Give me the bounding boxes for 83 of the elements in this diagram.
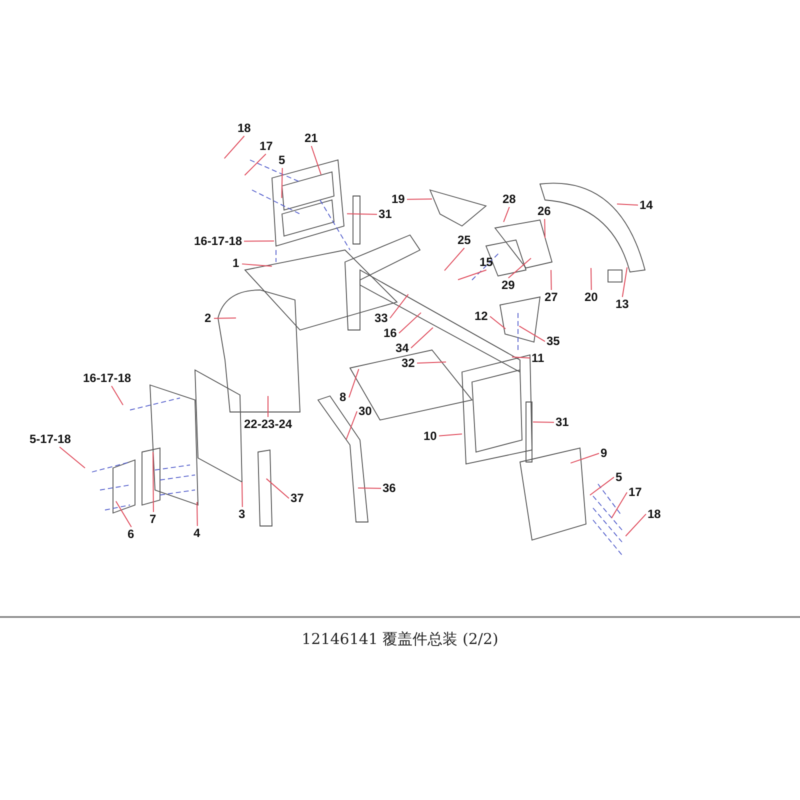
leader-line — [59, 446, 86, 468]
callout-number: 8 — [338, 390, 348, 404]
caption: 12146141 覆盖件总装 (2/2) — [302, 630, 498, 648]
leader-line — [348, 368, 360, 398]
callout-number: 14 — [638, 198, 654, 212]
callout-number: 2 — [204, 312, 212, 324]
leader-line — [266, 478, 290, 499]
leader-line — [281, 168, 283, 198]
leader-line — [224, 136, 245, 159]
leader-line — [416, 362, 446, 364]
callout-number: 6 — [126, 528, 136, 540]
callout-number: 31 — [554, 416, 570, 428]
callout-number: 13 — [614, 298, 630, 310]
callout-number: 19 — [390, 192, 406, 206]
leader-line — [111, 386, 124, 406]
leader-line — [616, 204, 638, 206]
leader-line — [532, 422, 554, 423]
leader-line — [458, 270, 487, 280]
callout-number: 1 — [232, 256, 240, 270]
callout-number: 18 — [236, 122, 252, 134]
leader-line — [152, 452, 154, 512]
leader-line — [550, 270, 552, 290]
leader-line — [346, 410, 358, 440]
callout-number: 16-17-18 — [82, 372, 132, 384]
callout-number: 17 — [258, 140, 274, 152]
leader-line — [410, 327, 434, 349]
leader-line — [242, 263, 272, 267]
callout-number: 37 — [290, 492, 305, 504]
callout-number: 3 — [238, 508, 246, 520]
callout-number: 10 — [422, 430, 438, 442]
leader-line — [611, 492, 628, 519]
callout-number: 35 — [546, 334, 561, 348]
leader-line — [214, 318, 236, 319]
leader-line — [346, 213, 378, 215]
leader-line — [622, 266, 628, 298]
callout-number: 36 — [382, 482, 397, 494]
leader-line — [508, 258, 532, 278]
leader-line — [503, 206, 510, 222]
callout-number: 11 — [530, 352, 546, 364]
callout-number: 15 — [478, 256, 494, 268]
callout-number: 5 — [614, 470, 624, 484]
callout-number: 16 — [382, 326, 398, 340]
leader-line — [512, 356, 530, 359]
callout-number: 30 — [358, 404, 373, 418]
callout-number: 29 — [500, 278, 516, 292]
callout-number: 4 — [192, 526, 202, 540]
leader-line — [244, 240, 274, 242]
callout-number: 25 — [456, 234, 472, 246]
leader-line — [570, 452, 600, 464]
leader-line — [590, 268, 592, 290]
callout-number: 21 — [304, 132, 319, 144]
callout-number: 5 — [278, 154, 286, 166]
callout-number: 32 — [400, 356, 416, 370]
leader-line — [438, 434, 462, 436]
callout-number: 7 — [148, 512, 158, 526]
callout-number: 26 — [536, 204, 552, 218]
callout-number: 17 — [628, 486, 643, 498]
callout-number: 12 — [474, 310, 489, 322]
callout-number: 22-23-24 — [243, 418, 294, 430]
callout-number: 18 — [646, 508, 662, 520]
leader-line — [490, 316, 506, 330]
leader-line — [310, 146, 322, 175]
callout-number: 16-17-18 — [193, 234, 244, 248]
leader-line — [242, 482, 243, 508]
callout-number: 5-17-18 — [28, 432, 72, 446]
callout-number: 31 — [378, 208, 393, 220]
callout-number: 9 — [600, 446, 608, 460]
leader-line — [390, 294, 409, 319]
callout-number: 20 — [584, 290, 599, 304]
callout-number: 34 — [394, 342, 410, 354]
leader-line — [398, 312, 422, 334]
callout-number: 28 — [502, 192, 517, 206]
leader-line — [406, 198, 432, 200]
leader-line — [196, 502, 198, 526]
leader-line — [589, 476, 614, 496]
callout-number: 27 — [544, 290, 559, 304]
leader-line — [115, 500, 132, 528]
leader-line — [544, 218, 546, 238]
leader-line — [358, 488, 382, 489]
leader-line — [625, 514, 646, 537]
leader-line — [444, 248, 465, 272]
leader-line — [244, 154, 266, 176]
callout-number: 33 — [374, 312, 389, 324]
